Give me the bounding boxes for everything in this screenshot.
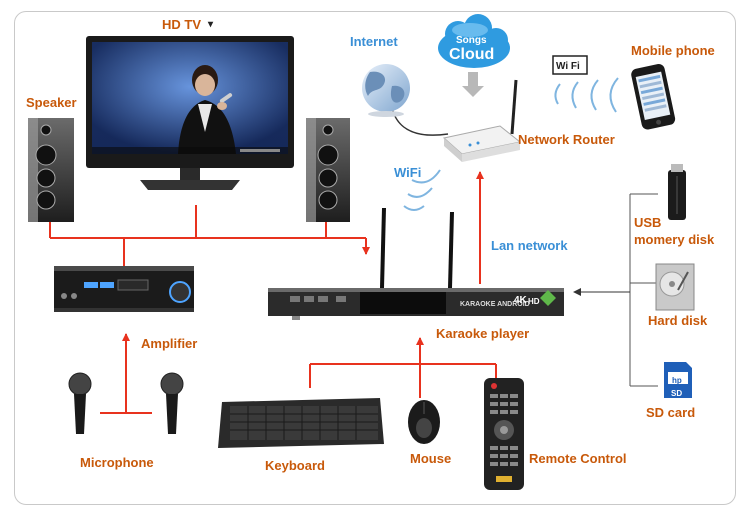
- label-usb: USB: [634, 215, 662, 230]
- label-speaker: Speaker: [26, 95, 77, 110]
- label-mobile-phone: Mobile phone: [631, 43, 715, 58]
- player-4k-text: 4K: [514, 295, 527, 306]
- label-remote-control: Remote Control: [529, 451, 627, 466]
- internet-globe-icon: [362, 64, 410, 117]
- amplifier: [54, 266, 194, 312]
- sd-logo-text: SD: [671, 389, 683, 398]
- connection-lines: [49, 171, 497, 414]
- label-microphone: Microphone: [80, 455, 154, 470]
- songs-cloud-icon: [438, 14, 510, 68]
- wifi-sticker: [552, 55, 588, 75]
- hard-disk: [655, 263, 695, 311]
- tv-dropdown-icon: ▾: [208, 19, 214, 30]
- router-cable: [391, 107, 449, 136]
- usb-drive: [668, 164, 686, 220]
- label-internet: Internet: [350, 34, 398, 49]
- sd-brand-text: hp: [672, 376, 682, 385]
- label-karaoke-player: Karaoke player: [436, 326, 530, 341]
- label-network-router: Network Router: [518, 132, 615, 147]
- label-amplifier: Amplifier: [141, 336, 198, 351]
- player-hd-text: HD: [528, 297, 540, 306]
- wifi-waves-phone: [554, 77, 619, 113]
- sd-card: [664, 362, 692, 398]
- wifi-sticker-label: Wi Fi: [556, 61, 580, 72]
- microphone-left: [68, 372, 92, 434]
- karaoke-player: [268, 207, 564, 320]
- speaker-right: [306, 118, 350, 222]
- remote-control: [484, 378, 524, 490]
- label-wifi: WiFi: [394, 165, 422, 180]
- cloud-label-main: Cloud: [449, 46, 495, 63]
- player-brand-text: KARAOKE ANDROID: [460, 301, 530, 308]
- mouse: [408, 400, 440, 444]
- label-hd-tv: HD TV: [162, 17, 201, 32]
- label-hard-disk: Hard disk: [648, 313, 708, 328]
- label-sd-card: SD card: [646, 405, 696, 420]
- label-usb-memory: momery disk: [634, 232, 715, 247]
- mobile-phone: [631, 64, 676, 130]
- keyboard: [218, 398, 384, 448]
- network-router: [442, 79, 522, 162]
- label-lan-network: Lan network: [491, 238, 568, 253]
- cloud-label-top: Songs: [456, 35, 487, 46]
- download-arrow: [462, 72, 484, 97]
- speaker-left: [28, 118, 74, 222]
- storage-bracket: [573, 193, 658, 387]
- label-mouse: Mouse: [410, 451, 452, 466]
- wifi-waves-player: [403, 169, 441, 211]
- hd-tv: [86, 36, 294, 190]
- microphone-right: [160, 372, 184, 434]
- label-keyboard: Keyboard: [265, 458, 325, 473]
